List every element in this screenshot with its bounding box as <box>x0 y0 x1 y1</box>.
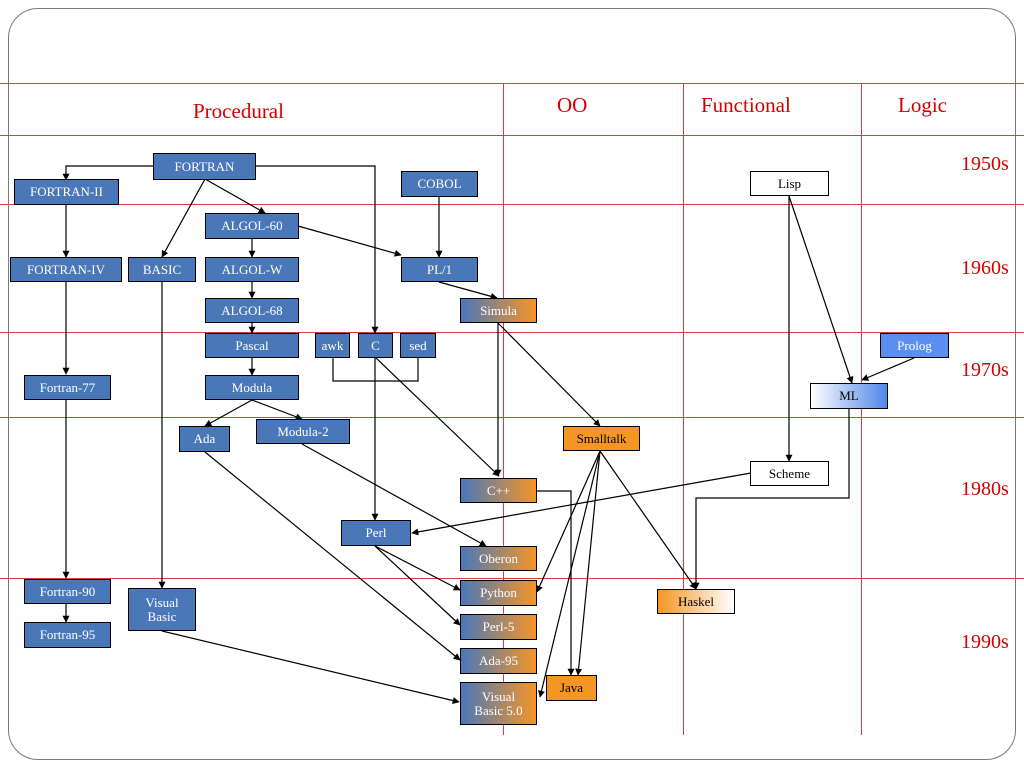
node-fortran-77[interactable]: Fortran-77 <box>24 375 111 400</box>
node-lisp[interactable]: Lisp <box>750 171 829 196</box>
node-haskel[interactable]: Haskel <box>657 589 735 614</box>
category-functional: Functional <box>701 93 791 117</box>
edge-smalltalk-python <box>536 450 601 593</box>
node-basic[interactable]: BASIC <box>128 257 196 282</box>
node-ada[interactable]: Ada <box>179 426 230 452</box>
node-algol-68[interactable]: ALGOL-68 <box>205 298 299 323</box>
grid-line-top <box>0 83 1024 84</box>
node-algol-60[interactable]: ALGOL-60 <box>205 213 299 239</box>
grid-line-logic <box>861 83 862 735</box>
grid-line-1980s <box>0 417 1024 418</box>
node-pascal[interactable]: Pascal <box>205 333 299 358</box>
node-cpp[interactable]: C++ <box>460 478 537 503</box>
edge-algol-60-pl1 <box>297 225 402 257</box>
decade-1980s: 1980s <box>961 478 1009 500</box>
node-fortran[interactable]: FORTRAN <box>153 153 256 180</box>
edge-perl-perl-5 <box>374 545 461 626</box>
category-oo: OO <box>557 93 588 117</box>
node-ada-95[interactable]: Ada-95 <box>460 648 537 674</box>
node-perl-5[interactable]: Perl-5 <box>460 614 537 640</box>
edge-modula-modula-2 <box>251 399 303 421</box>
node-visual-basic[interactable]: Visual Basic <box>128 588 196 631</box>
category-procedural: Procedural <box>193 99 284 123</box>
node-scheme[interactable]: Scheme <box>750 461 829 486</box>
node-fortran-90[interactable]: Fortran-90 <box>24 579 111 604</box>
node-oberon[interactable]: Oberon <box>460 546 537 571</box>
node-cobol[interactable]: COBOL <box>401 171 478 197</box>
category-logic: Logic <box>898 93 947 117</box>
node-ml[interactable]: ML <box>810 383 888 409</box>
grid-line-functional <box>683 83 684 735</box>
edge-lisp-ml <box>788 195 854 384</box>
edge-scheme-perl <box>411 472 752 536</box>
edge-smalltalk-visual-basic-5 <box>538 450 601 698</box>
edge-c-cpp <box>374 356 500 477</box>
node-algol-w[interactable]: ALGOL-W <box>205 257 299 282</box>
edge-simula-smalltalk <box>497 322 601 427</box>
node-visual-basic-5[interactable]: Visual Basic 5.0 <box>460 682 537 725</box>
grid-line-1970s <box>0 332 1024 333</box>
node-perl[interactable]: Perl <box>341 520 411 546</box>
node-c[interactable]: C <box>358 333 393 358</box>
node-fortran-95[interactable]: Fortran-95 <box>24 622 111 648</box>
node-python[interactable]: Python <box>460 580 537 606</box>
node-smalltalk[interactable]: Smalltalk <box>563 426 640 451</box>
grid-line-oo <box>503 83 504 735</box>
grid-line-1990s <box>0 578 1024 579</box>
edge-modula-ada <box>204 399 253 427</box>
node-fortran-ii[interactable]: FORTRAN-II <box>14 179 119 205</box>
edge-smalltalk-java <box>575 450 601 676</box>
edge-fortran-fortran-ii <box>62 165 153 181</box>
edge-ada-ada-95 <box>204 451 461 661</box>
decade-1970s: 1970s <box>961 359 1009 381</box>
edge-fortran-basic <box>161 178 206 258</box>
edge-pl1-simula <box>438 281 498 300</box>
edge-fortran-c <box>256 165 379 334</box>
node-fortran-iv[interactable]: FORTRAN-IV <box>10 257 122 282</box>
node-prolog[interactable]: Prolog <box>880 333 949 358</box>
node-sed[interactable]: sed <box>400 333 436 358</box>
edge-smalltalk-haskel <box>599 450 697 590</box>
slide-frame <box>8 8 1016 760</box>
edge-fortran-algol-60 <box>204 178 266 214</box>
node-pl1[interactable]: PL/1 <box>401 257 478 282</box>
edge-modula-2-oberon <box>301 443 487 547</box>
node-modula[interactable]: Modula <box>205 375 299 400</box>
decade-1950s: 1950s <box>961 153 1009 175</box>
node-modula-2[interactable]: Modula-2 <box>256 419 350 444</box>
grid-line-header-bottom <box>0 135 1024 136</box>
decade-1960s: 1960s <box>961 257 1009 279</box>
node-awk[interactable]: awk <box>315 333 350 358</box>
edge-prolog-ml <box>861 357 915 381</box>
node-java[interactable]: Java <box>546 675 597 701</box>
edge-visual-basic-visual-basic-5 <box>161 630 460 704</box>
edge-cpp-java <box>537 490 575 676</box>
grid-line-1960s <box>0 204 1024 205</box>
edge-perl-python <box>374 545 461 591</box>
edge-ml-haskel <box>692 409 850 590</box>
node-simula[interactable]: Simula <box>460 298 537 323</box>
decade-1990s: 1990s <box>961 631 1009 653</box>
